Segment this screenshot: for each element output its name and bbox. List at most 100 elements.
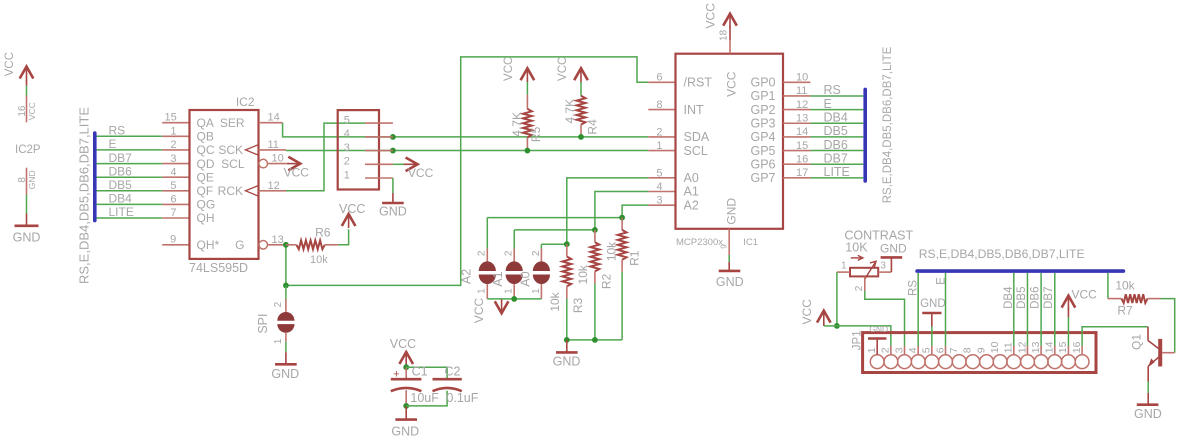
svg-text:QH*: QH* <box>197 238 220 252</box>
svg-text:1: 1 <box>656 140 662 152</box>
svg-text:16: 16 <box>1071 341 1083 353</box>
svg-text:12: 12 <box>1016 341 1028 353</box>
svg-text:VCC: VCC <box>1072 288 1098 302</box>
svg-text:DB7: DB7 <box>1043 287 1055 309</box>
svg-text:SER: SER <box>220 116 245 130</box>
svg-text:DB7: DB7 <box>824 151 848 165</box>
svg-text:11: 11 <box>268 139 279 151</box>
svg-text:1: 1 <box>504 288 515 294</box>
svg-text:GP1: GP1 <box>750 89 775 103</box>
svg-text:1: 1 <box>170 126 176 138</box>
svg-text:Q1: Q1 <box>1130 334 1144 350</box>
svg-text:18: 18 <box>718 29 729 41</box>
svg-text:QF: QF <box>197 184 214 198</box>
svg-text:15: 15 <box>796 140 808 152</box>
svg-text:4: 4 <box>907 347 919 353</box>
svg-text:2: 2 <box>504 250 515 256</box>
svg-text:RS,E,DB4,DB5,DB6,DB7,LITE: RS,E,DB4,DB5,DB6,DB7,LITE <box>919 247 1085 261</box>
svg-text:DB7: DB7 <box>109 151 133 165</box>
svg-text:10k: 10k <box>576 264 590 284</box>
svg-text:2: 2 <box>170 139 176 151</box>
svg-text:GND: GND <box>1134 407 1162 421</box>
svg-text:VCC: VCC <box>390 337 416 351</box>
svg-text:VCC: VCC <box>503 57 515 81</box>
svg-text:INT: INT <box>684 103 705 117</box>
svg-text:8: 8 <box>17 177 28 183</box>
svg-text:GP0: GP0 <box>750 76 775 90</box>
svg-text:8: 8 <box>656 99 662 111</box>
svg-text:13: 13 <box>796 112 808 124</box>
svg-text:QD: QD <box>197 157 215 171</box>
svg-text:RS,E,DB4,DB5,DB6,DB7,LITE: RS,E,DB4,DB5,DB6,DB7,LITE <box>76 107 91 284</box>
svg-text:4.7K: 4.7K <box>563 99 577 124</box>
svg-text:6: 6 <box>170 194 176 206</box>
svg-text:QB: QB <box>197 130 214 144</box>
svg-text:5: 5 <box>344 114 350 126</box>
svg-text:10uF: 10uF <box>410 391 439 405</box>
svg-text:VCC: VCC <box>408 166 434 180</box>
svg-text:GND: GND <box>553 354 581 368</box>
svg-text:2: 2 <box>344 156 350 168</box>
svg-text:IC2P: IC2P <box>15 144 41 156</box>
svg-text:10K: 10K <box>845 241 868 255</box>
svg-text:VCC: VCC <box>4 52 16 76</box>
svg-text:GP4: GP4 <box>750 130 775 144</box>
svg-text:6: 6 <box>934 347 946 353</box>
svg-text:GND: GND <box>920 298 946 310</box>
svg-text:8: 8 <box>962 347 974 353</box>
svg-text:1: 1 <box>866 347 878 353</box>
svg-text:10k: 10k <box>1115 279 1135 293</box>
svg-text:GP6: GP6 <box>750 157 775 171</box>
svg-text:GP5: GP5 <box>750 144 775 158</box>
svg-text:QG: QG <box>197 198 216 212</box>
svg-text:4: 4 <box>656 181 662 193</box>
svg-text:2: 2 <box>477 250 488 256</box>
svg-text:DB5: DB5 <box>824 124 848 138</box>
svg-text:3: 3 <box>170 153 176 165</box>
svg-text:GND: GND <box>13 231 41 245</box>
svg-text:R6: R6 <box>315 226 331 240</box>
svg-text:SCK: SCK <box>218 143 243 157</box>
svg-text:10k: 10k <box>548 291 562 311</box>
svg-text:14: 14 <box>1044 341 1056 353</box>
svg-text:VCC: VCC <box>725 71 739 97</box>
svg-text:RS: RS <box>907 280 919 296</box>
svg-text:15: 15 <box>165 112 177 124</box>
svg-text:GND: GND <box>880 241 907 255</box>
svg-text:SDA: SDA <box>684 130 710 144</box>
svg-text:4: 4 <box>170 166 176 178</box>
svg-text:DB6: DB6 <box>109 164 133 178</box>
svg-text:GP7: GP7 <box>750 171 775 185</box>
svg-text:QC: QC <box>197 143 215 157</box>
svg-text:3: 3 <box>880 260 886 271</box>
svg-text:3: 3 <box>656 195 662 207</box>
svg-text:E: E <box>824 97 832 111</box>
svg-text:R3: R3 <box>571 298 585 314</box>
svg-text:14: 14 <box>268 112 280 124</box>
svg-text:DB5: DB5 <box>109 178 133 192</box>
svg-text:15: 15 <box>1057 341 1069 353</box>
svg-text:9: 9 <box>719 244 728 249</box>
svg-text:10: 10 <box>989 341 1001 353</box>
svg-text:11: 11 <box>1003 342 1015 353</box>
svg-text:R1: R1 <box>628 250 642 266</box>
svg-text:C1: C1 <box>412 364 428 378</box>
svg-text:E: E <box>109 137 117 151</box>
svg-text:LITE: LITE <box>109 205 134 219</box>
svg-text:CONTRAST: CONTRAST <box>844 228 913 242</box>
svg-text:5: 5 <box>170 180 176 192</box>
svg-text:GND: GND <box>725 198 739 225</box>
svg-text:2: 2 <box>656 126 662 138</box>
svg-text:JP1: JP1 <box>852 330 864 350</box>
svg-text:C2: C2 <box>445 364 461 378</box>
svg-text:GP2: GP2 <box>750 103 775 117</box>
svg-text:13: 13 <box>272 234 284 246</box>
svg-text:7: 7 <box>948 347 960 353</box>
svg-text:10k: 10k <box>604 241 618 261</box>
svg-text:9: 9 <box>975 347 987 353</box>
svg-text:DB6: DB6 <box>1029 287 1041 309</box>
svg-text:10k: 10k <box>310 254 328 266</box>
svg-text:GP3: GP3 <box>750 116 775 130</box>
svg-text:R7: R7 <box>1117 304 1133 318</box>
svg-text:VCC: VCC <box>557 57 569 81</box>
